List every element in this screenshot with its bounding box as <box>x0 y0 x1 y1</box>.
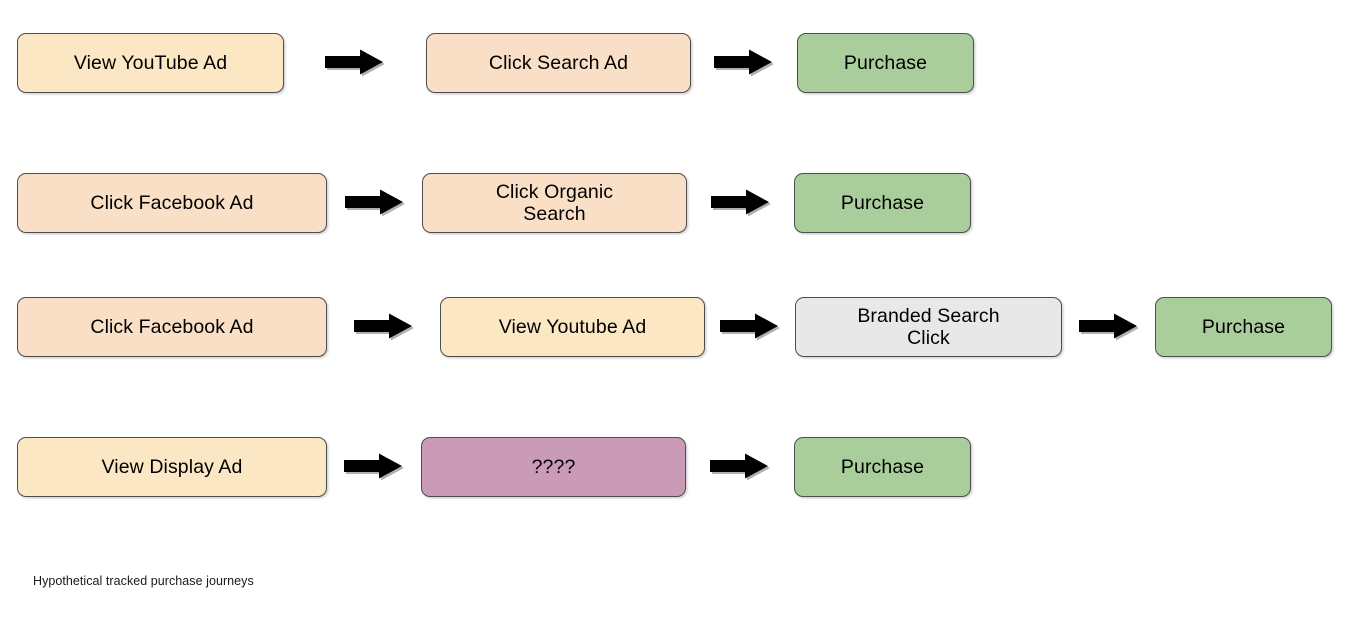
journey-row: View YouTube Ad Click Search Ad Purchase <box>0 23 1362 103</box>
journey-step-node[interactable]: Purchase <box>794 437 971 497</box>
journey-step-node[interactable]: Click Facebook Ad <box>17 173 327 233</box>
journey-step-node[interactable]: Purchase <box>1155 297 1332 357</box>
journey-row: View Display Ad???? Purchase <box>0 427 1362 507</box>
flow-arrow-icon <box>719 312 781 342</box>
journey-step-node[interactable]: Click Organic Search <box>422 173 687 233</box>
journey-step-label: Purchase <box>843 51 928 74</box>
journey-step-node[interactable]: ???? <box>421 437 686 497</box>
flow-arrow-icon <box>1078 312 1140 342</box>
journey-step-node[interactable]: Click Facebook Ad <box>17 297 327 357</box>
journey-step-label: Purchase <box>840 455 925 478</box>
journey-step-label: Click Facebook Ad <box>90 315 254 338</box>
flow-arrow-icon <box>713 48 775 78</box>
flow-arrow-icon <box>343 452 405 482</box>
journey-step-node[interactable]: View YouTube Ad <box>17 33 284 93</box>
journey-step-node[interactable]: View Youtube Ad <box>440 297 705 357</box>
flow-arrow-icon <box>344 188 406 218</box>
journey-row: Click Facebook Ad Click Organic Search Pur… <box>0 163 1362 243</box>
journey-step-label: Branded Search Click <box>857 304 1000 349</box>
journey-step-label: Purchase <box>1201 315 1286 338</box>
journey-step-label: View Youtube Ad <box>498 315 647 338</box>
journey-step-node[interactable]: Branded Search Click <box>795 297 1062 357</box>
journey-step-label: Click Search Ad <box>488 51 629 74</box>
journey-step-label: Click Facebook Ad <box>90 191 254 214</box>
journey-step-label: View YouTube Ad <box>73 51 228 74</box>
journey-step-label: Purchase <box>840 191 925 214</box>
journey-step-node[interactable]: Purchase <box>797 33 974 93</box>
flow-arrow-icon <box>710 188 772 218</box>
flow-arrow-icon <box>324 48 386 78</box>
diagram-caption: Hypothetical tracked purchase journeys <box>33 574 254 588</box>
journey-step-node[interactable]: Click Search Ad <box>426 33 691 93</box>
journey-row: Click Facebook Ad View Youtube Ad Branded … <box>0 287 1362 367</box>
journey-step-label: View Display Ad <box>101 455 243 478</box>
flow-arrow-icon <box>709 452 771 482</box>
journey-step-label: Click Organic Search <box>495 180 614 225</box>
journey-step-node[interactable]: Purchase <box>794 173 971 233</box>
journey-step-label: ???? <box>531 455 576 478</box>
flow-arrow-icon <box>353 312 415 342</box>
journey-step-node[interactable]: View Display Ad <box>17 437 327 497</box>
